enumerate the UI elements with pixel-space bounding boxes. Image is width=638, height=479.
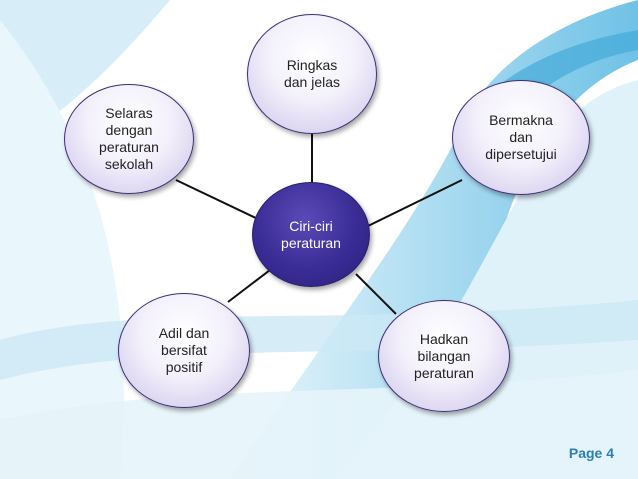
node-bottom-left: Adil dan bersifat positif bbox=[118, 293, 250, 408]
node-center: Ciri-ciri peraturan bbox=[252, 182, 370, 287]
node-right-label: Bermakna dan dipersetujui bbox=[485, 112, 557, 162]
node-top-left: Selaras dengan peraturan sekolah bbox=[64, 84, 194, 194]
connector-bottom-right bbox=[355, 273, 397, 315]
node-top-label: Ringkas dan jelas bbox=[283, 57, 341, 90]
node-top-left-label: Selaras dengan peraturan sekolah bbox=[99, 105, 159, 172]
node-bottom-right-label: Hadkan bilangan peraturan bbox=[414, 330, 474, 381]
node-bottom-left-label: Adil dan bersifat positif bbox=[158, 325, 210, 375]
connector-right bbox=[367, 179, 463, 227]
node-bottom-right: Hadkan bilangan peraturan bbox=[378, 300, 510, 412]
node-top: Ringkas dan jelas bbox=[247, 14, 377, 134]
connector-top-left bbox=[175, 179, 261, 221]
page-number: Page 4 bbox=[568, 445, 614, 461]
node-right: Bermakna dan dipersetujui bbox=[452, 80, 590, 195]
connector-bottom-left bbox=[227, 269, 271, 303]
node-center-label: Ciri-ciri peraturan bbox=[281, 217, 341, 251]
